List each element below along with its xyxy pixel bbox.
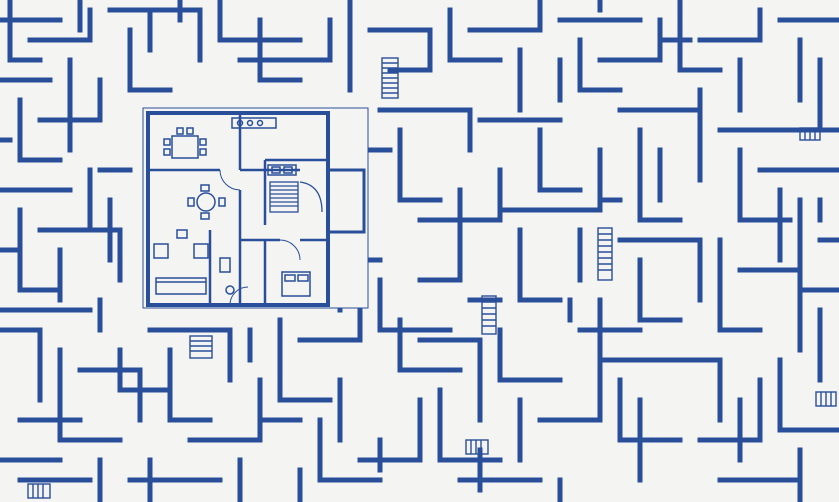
dining-table-icon xyxy=(163,127,207,159)
round-table-icon xyxy=(187,184,226,220)
sofa-icon xyxy=(155,277,207,295)
stair-bottom-left xyxy=(27,483,51,499)
maze-stairs xyxy=(27,57,837,499)
sink-icon xyxy=(267,164,297,176)
stair-right-lower xyxy=(815,391,837,407)
armchair-icon xyxy=(153,229,209,259)
door-swings xyxy=(219,169,301,306)
stair-left-bottom xyxy=(189,335,213,359)
stair-middle xyxy=(481,295,497,335)
stair-right-tall xyxy=(597,227,613,281)
floor-plan xyxy=(142,107,369,309)
stair-right-upper xyxy=(799,127,821,141)
stove-icon xyxy=(231,117,277,129)
bed-icon xyxy=(281,271,311,297)
bathroom-fixtures xyxy=(219,257,235,295)
floor-plan-annex xyxy=(326,168,366,234)
floor-plan-clearing xyxy=(142,107,369,309)
interior-walls xyxy=(148,113,328,305)
staircase-icon xyxy=(269,181,323,213)
stair-bottom-center xyxy=(465,439,489,455)
stair-top-center xyxy=(381,57,399,99)
